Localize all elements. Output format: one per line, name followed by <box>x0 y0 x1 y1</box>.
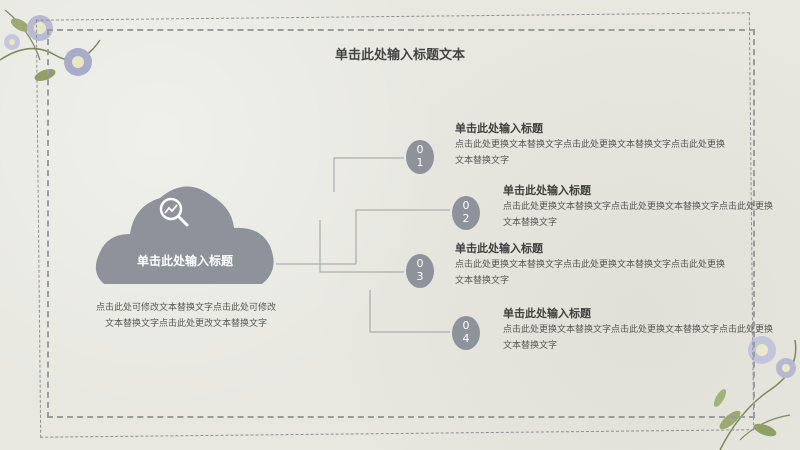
flower-decoration-top-left <box>0 9 101 82</box>
cloud-shape <box>95 186 274 284</box>
decorative-frame-inner <box>47 29 755 418</box>
item-description-3[interactable]: 点击此处更换文本替换文字点击此处更换文本替换文字点击此处更换文本替换文字 <box>455 260 726 286</box>
item-description-2[interactable]: 点击此处更换文本替换文字点击此处更换文本替换文字点击此处更换文本替换文字 <box>503 202 774 228</box>
item-number-3: 0 3 <box>406 254 434 288</box>
item-number-4: 0 4 <box>452 316 480 350</box>
slide-title[interactable]: 单击此处输入标题文本 <box>334 48 465 63</box>
cloud-label[interactable]: 单击此处输入标题 <box>136 254 233 268</box>
item-title-3[interactable]: 单击此处输入标题 <box>455 242 543 255</box>
flower-decoration-bottom-right <box>713 336 797 450</box>
item-title-2[interactable]: 单击此处输入标题 <box>503 184 591 197</box>
cloud-description[interactable]: 点击此处可修改文本替换文字点击此处可修改文本替换文字点击此处更改文本替换文字 <box>96 303 277 329</box>
magnifier-chart-icon <box>159 197 189 227</box>
item-description-1[interactable]: 点击此处更换文本替换文字点击此处更换文本替换文字点击此处更换文本替换文字 <box>455 140 726 166</box>
item-title-4[interactable]: 单击此处输入标题 <box>503 307 591 320</box>
item-number-1: 0 1 <box>406 140 434 174</box>
item-description-4[interactable]: 点击此处更换文本替换文字点击此处更换文本替换文字点击此处更换文本替换文字 <box>503 325 774 351</box>
item-number-2: 0 2 <box>452 196 480 230</box>
item-title-1[interactable]: 单击此处输入标题 <box>455 122 543 135</box>
